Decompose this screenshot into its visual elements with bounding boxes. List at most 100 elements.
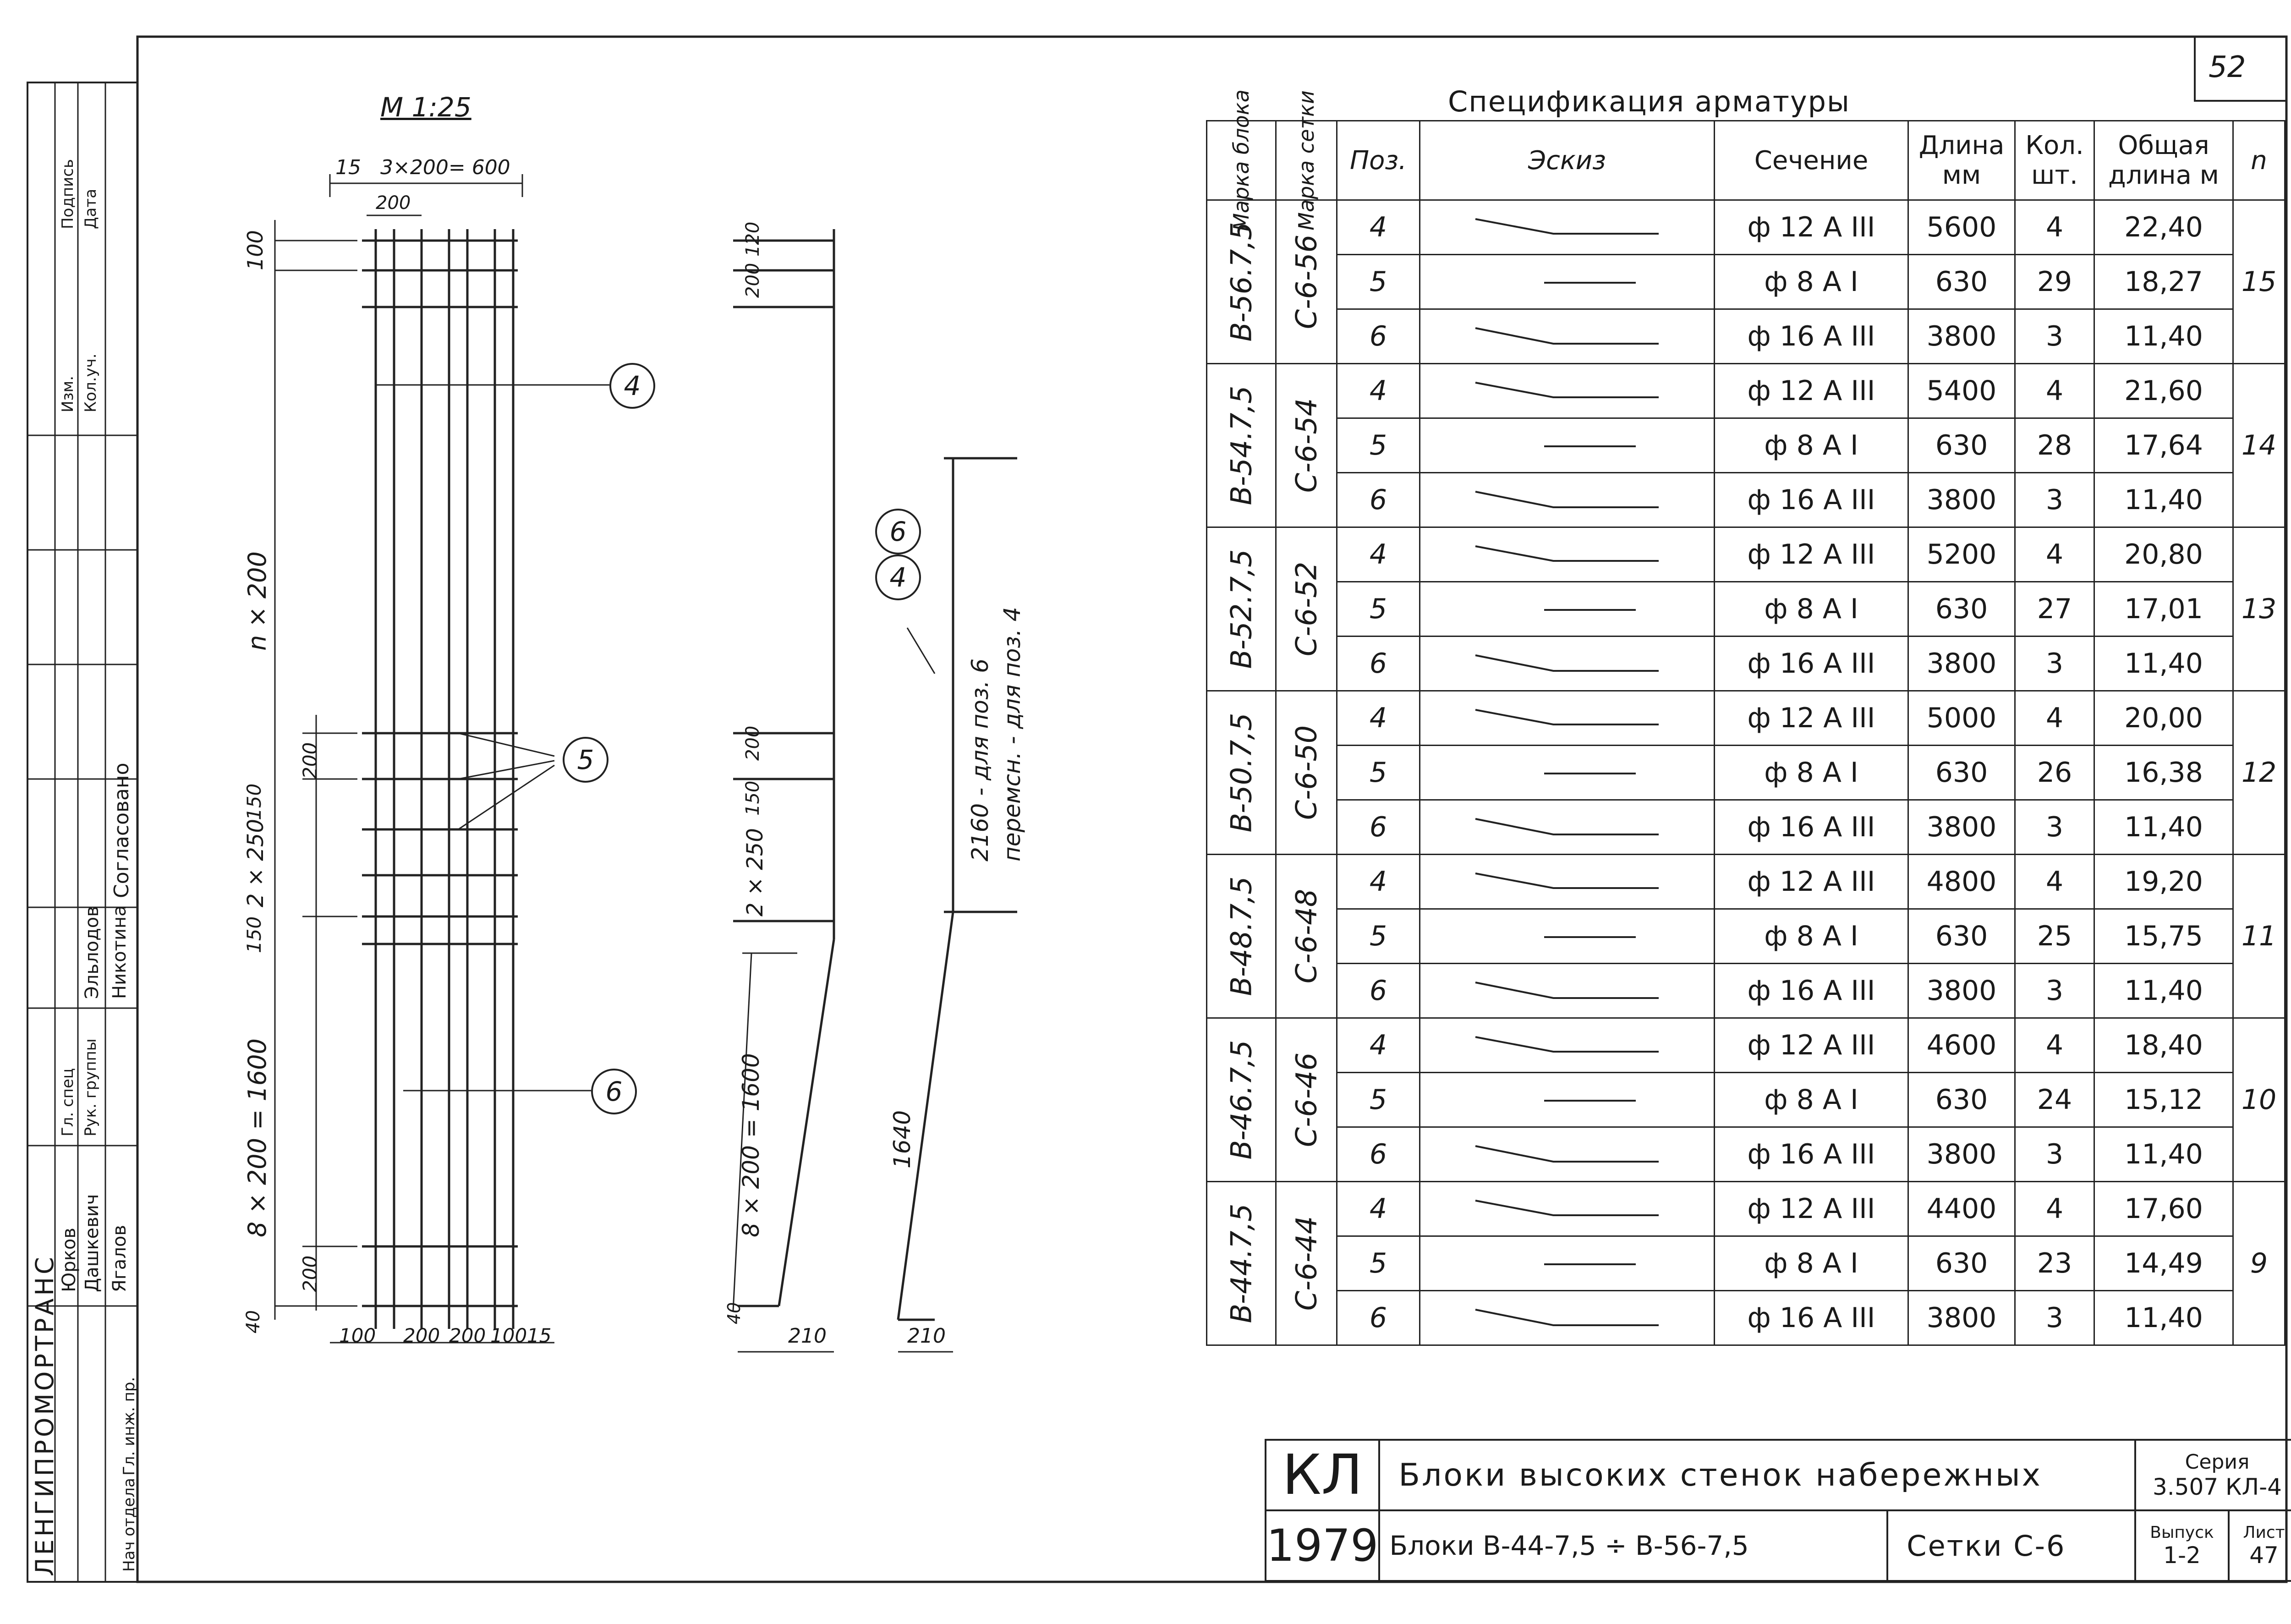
sheet-value: 47 — [2249, 1542, 2279, 1569]
n-cell: 15 — [2232, 199, 2286, 364]
block-mark: B-48.7,5 — [1206, 854, 1277, 1019]
dim-top: 3×200= 600 — [380, 156, 510, 179]
qty-cell: 4 — [2014, 854, 2095, 910]
section-cell: ф 16 А III — [1714, 963, 1909, 1019]
dim-left-100: 100 — [243, 230, 268, 270]
total-cell: 11,40 — [2094, 472, 2234, 528]
pos-cell: 5 — [1336, 908, 1420, 964]
total-cell: 11,40 — [2094, 308, 2234, 364]
col-total: Общая длина м — [2094, 120, 2234, 201]
n-cell: 14 — [2232, 363, 2286, 528]
mesh-mark: C-6-56 — [1275, 199, 1337, 364]
col-section: Сечение — [1714, 120, 1909, 201]
length-cell: 630 — [1907, 581, 2016, 637]
section-cell: ф 16 А III — [1714, 636, 1909, 691]
length-cell: 5000 — [1907, 690, 2016, 746]
pos-cell: 5 — [1336, 1235, 1420, 1291]
sketch-cell — [1419, 308, 1715, 364]
sketch-straight-bar — [1544, 773, 1636, 774]
length-cell: 630 — [1907, 908, 2016, 964]
block-mark: B-46.7,5 — [1206, 1017, 1277, 1182]
length-cell: 630 — [1907, 1235, 2016, 1291]
total-cell: 20,80 — [2094, 527, 2234, 582]
pos-cell: 5 — [1336, 745, 1420, 801]
section-cell: ф 16 А III — [1714, 799, 1909, 855]
length-cell: 5200 — [1907, 527, 2016, 582]
length-cell: 3800 — [1907, 1126, 2016, 1182]
sketch-cell — [1419, 199, 1715, 255]
dim-left-150b: 150 — [243, 916, 265, 953]
section-cell: ф 8 А I — [1714, 745, 1909, 801]
section-cell: ф 8 А I — [1714, 254, 1909, 310]
series-value: 3.507 КЛ-4 — [2153, 1473, 2282, 1500]
qty-cell: 26 — [2014, 745, 2095, 801]
n-cell: 13 — [2232, 527, 2286, 691]
sketch-straight-bar — [1544, 282, 1636, 284]
sketch-cell — [1419, 745, 1715, 801]
pos-cell: 6 — [1336, 308, 1420, 364]
sketch-bent-bar — [1475, 709, 1659, 725]
sketch-cell — [1419, 1072, 1715, 1128]
dim-bottom-200a: 200 — [403, 1324, 440, 1347]
total-cell: 11,40 — [2094, 1290, 2234, 1346]
bar-210b: 210 — [907, 1324, 946, 1348]
sec-dim-200: 200 — [742, 263, 763, 298]
sketch-cell — [1419, 1235, 1715, 1291]
pos-cell: 4 — [1336, 690, 1420, 746]
bar-note-1: 2160 - для поз. 6 — [967, 658, 993, 861]
callout-6b: 6 — [875, 509, 921, 554]
length-cell: 630 — [1907, 417, 2016, 473]
pos-cell: 6 — [1336, 636, 1420, 691]
sketch-cell — [1419, 363, 1715, 419]
sketch-cell — [1419, 1017, 1715, 1073]
mesh-mark: C-6-48 — [1275, 854, 1337, 1019]
n-cell: 12 — [2232, 690, 2286, 855]
col-n: n — [2232, 120, 2286, 201]
length-cell: 630 — [1907, 1072, 2016, 1128]
section-cell: ф 16 А III — [1714, 472, 1909, 528]
length-cell: 4400 — [1907, 1181, 2016, 1237]
section-cell: ф 12 А III — [1714, 690, 1909, 746]
qty-cell: 3 — [2014, 1290, 2095, 1346]
dim-top-15: 15 — [335, 156, 361, 179]
pos-cell: 6 — [1336, 1126, 1420, 1182]
mesh-mark: C-6-46 — [1275, 1017, 1337, 1182]
n-cell: 11 — [2232, 854, 2286, 1019]
section-cell: ф 12 А III — [1714, 199, 1909, 255]
section-cell: ф 8 А I — [1714, 1235, 1909, 1291]
series-cell: Серия 3.507 КЛ-4 — [2134, 1439, 2291, 1511]
sketch-bent-bar-long — [1475, 982, 1659, 999]
dim-top-200: 200 — [376, 192, 411, 214]
bar-note-2: перемсн. - для поз. 4 — [999, 607, 1025, 861]
qty-cell: 3 — [2014, 1126, 2095, 1182]
total-cell: 11,40 — [2094, 1126, 2234, 1182]
pos-cell: 5 — [1336, 1072, 1420, 1128]
sheet-label: Лист — [2243, 1523, 2285, 1542]
length-cell: 5400 — [1907, 363, 2016, 419]
dim-left-2x250: 2 × 250 — [243, 819, 269, 907]
issue-label: Выпуск — [2150, 1523, 2214, 1542]
sketch-straight-bar — [1544, 1263, 1636, 1265]
dim-bottom-100: 100 — [339, 1324, 376, 1347]
sketch-cell — [1419, 1181, 1715, 1237]
pos-cell: 6 — [1336, 1290, 1420, 1346]
col-pos: Поз. — [1336, 120, 1420, 201]
qty-cell: 4 — [2014, 1181, 2095, 1237]
issue-cell: Выпуск 1-2 — [2134, 1509, 2230, 1582]
sketch-straight-bar — [1544, 936, 1636, 938]
qty-cell: 4 — [2014, 527, 2095, 582]
callout-5: 5 — [563, 737, 608, 783]
sketch-bent-bar — [1475, 382, 1659, 398]
dim-left-200b: 200 — [299, 1255, 321, 1292]
length-cell: 630 — [1907, 254, 2016, 310]
sketch-bent-bar-long — [1475, 818, 1659, 835]
